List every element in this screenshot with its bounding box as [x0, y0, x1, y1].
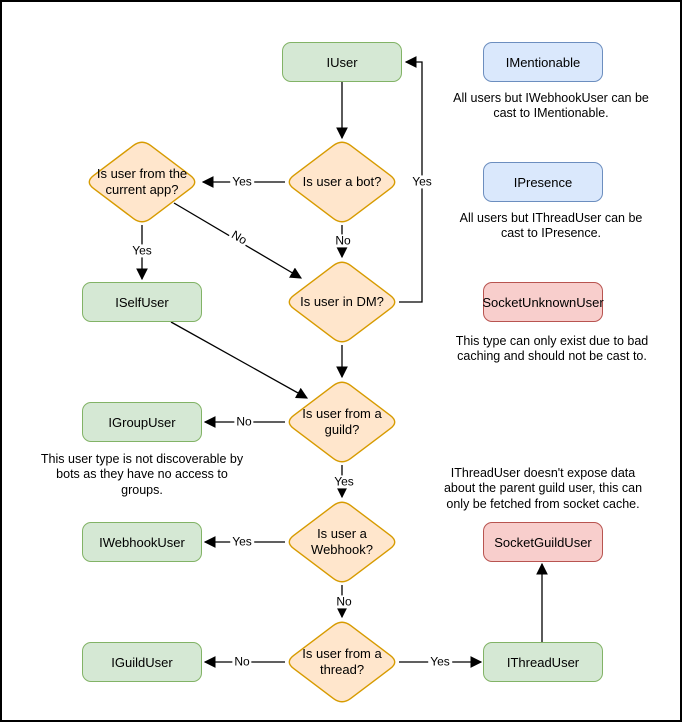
note-line: about the parent guild user, this can: [443, 481, 643, 496]
note-line: caching and should not be cast to.: [457, 349, 647, 364]
decision-line: Is user a bot?: [302, 173, 382, 189]
decision-is-current-app-label: Is user from the current app?: [87, 166, 197, 199]
arrow-iselfuser-to-isguild: [170, 321, 309, 399]
edge-label-thread-yes: Yes: [428, 654, 452, 669]
decision-is-current-app-shape: [88, 141, 196, 223]
note-line: All users but IWebhookUser can be: [453, 91, 649, 105]
note-socketunknownuser: This type can only exist due to bad cach…: [444, 334, 660, 365]
note-line: IThreadUser doesn't expose data: [450, 466, 636, 480]
node-imentionable: IMentionable: [483, 42, 603, 82]
node-iguilduser: IGuildUser: [82, 642, 202, 682]
decision-line: Is user from a: [302, 645, 382, 661]
note-line: bots as they have no access to: [56, 467, 228, 482]
decision-is-guild-label: Is user from a guild?: [287, 406, 397, 439]
note-line: This type can only exist due to bad: [455, 334, 649, 348]
node-iselfuser: ISelfUser: [82, 282, 202, 322]
edge-label-webhook-no: No: [334, 594, 354, 609]
decision-is-bot-shape: [288, 141, 396, 223]
decision-is-dm-shape: [288, 261, 396, 343]
note-imentionable: All users but IWebhookUser can be cast t…: [446, 91, 656, 122]
note-line: All users but IThreadUser can be: [459, 211, 643, 225]
node-igroupuser: IGroupUser: [82, 402, 202, 442]
decision-line: Is user from the: [96, 165, 188, 181]
decision-is-thread-shape: [288, 621, 396, 703]
node-iwebhookuser: IWebhookUser: [82, 522, 202, 562]
decision-is-thread-label: Is user from a thread?: [287, 646, 397, 679]
decision-line: guild?: [324, 422, 360, 437]
edge-label-guild-no: No: [234, 414, 254, 429]
note-line: This user type is not discoverable by: [40, 452, 244, 466]
note-socketguilduser: IThreadUser doesn't expose data about th…: [436, 466, 650, 512]
node-socketunknownuser: SocketUnknownUser: [482, 282, 604, 322]
note-line: cast to IMentionable.: [493, 106, 609, 121]
edge-label-bot-no: No: [333, 233, 353, 248]
edge-label-app-yes: Yes: [130, 243, 154, 258]
decision-is-dm-label: Is user in DM?: [287, 294, 397, 310]
decision-line: Is user a: [317, 525, 367, 541]
decision-line: Webhook?: [311, 542, 373, 557]
decision-line: Is user in DM?: [300, 293, 384, 309]
edge-label-webhook-yes: Yes: [230, 534, 254, 549]
edge-label-dm-yes: Yes: [410, 174, 434, 189]
note-igroupuser: This user type is not discoverable by bo…: [30, 452, 254, 498]
node-ipresence: IPresence: [483, 162, 603, 202]
note-line: cast to IPresence.: [500, 226, 602, 241]
note-ipresence: All users but IThreadUser can be cast to…: [446, 211, 656, 242]
decision-is-webhook-label: Is user a Webhook?: [287, 526, 397, 559]
decision-line: thread?: [319, 662, 365, 677]
note-line: only be fetched from socket cache.: [446, 496, 640, 511]
decision-is-webhook-shape: [288, 501, 396, 583]
decision-is-bot-label: Is user a bot?: [287, 174, 397, 190]
edge-label-thread-no: No: [232, 654, 252, 669]
edge-label-guild-yes: Yes: [332, 474, 356, 489]
edge-label-bot-yes: Yes: [230, 174, 254, 189]
node-ithreaduser: IThreadUser: [483, 642, 603, 682]
decision-is-guild-shape: [288, 381, 396, 463]
node-iuser: IUser: [282, 42, 402, 82]
decision-line: current app?: [105, 182, 179, 197]
node-socketguilduser: SocketGuildUser: [483, 522, 603, 562]
decision-line: Is user from a: [302, 405, 382, 421]
note-line: groups.: [121, 482, 163, 497]
